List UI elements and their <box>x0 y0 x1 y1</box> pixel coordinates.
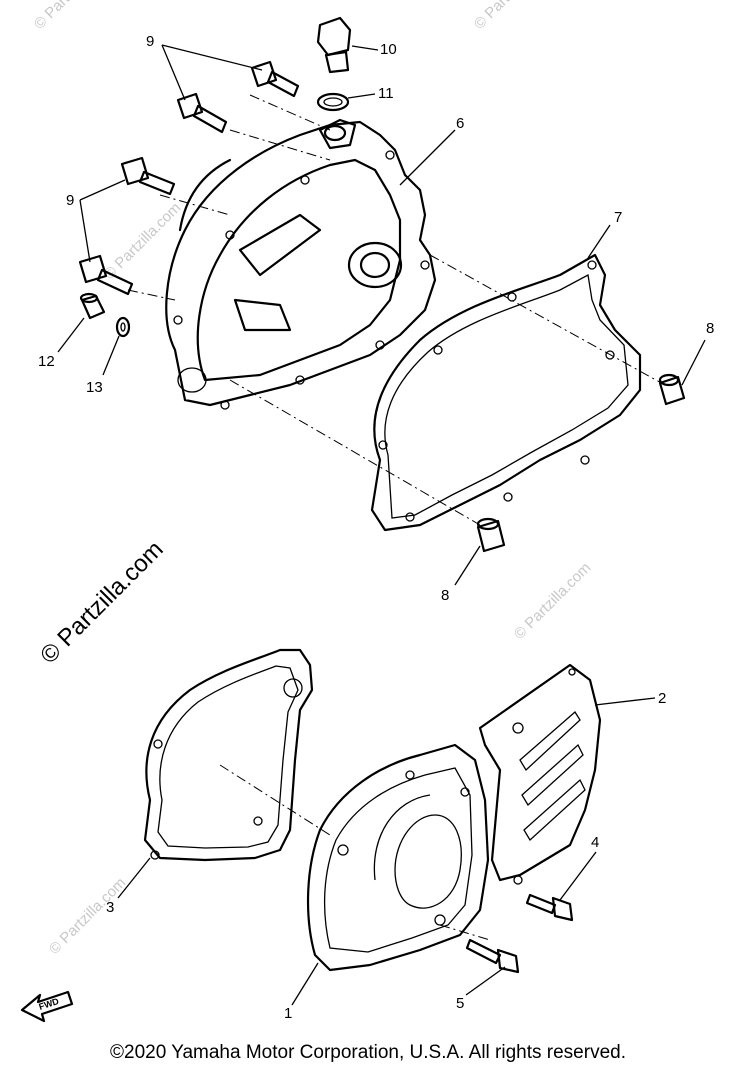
screw-9 <box>120 156 176 196</box>
watermark-text: © Partzilla.com <box>46 874 129 957</box>
callout-labels: 9 10 11 6 9 7 8 12 13 8 2 4 3 5 1 <box>38 33 714 1022</box>
watermark-text: © Partzilla.com <box>101 199 184 282</box>
sprocket-cover <box>478 663 602 885</box>
bolt-12 <box>79 292 106 320</box>
callout-12: 12 <box>38 353 55 370</box>
washer-13 <box>115 316 131 338</box>
watermark-text: © Partzilla.com <box>31 0 114 33</box>
filler-plug <box>316 16 352 74</box>
cover-gasket <box>370 253 642 532</box>
dowel-pin <box>476 517 506 553</box>
forward-arrow-icon: FWD <box>20 990 74 1023</box>
callout-3: 3 <box>106 899 114 916</box>
watermark-text: © Partzilla.com <box>511 559 594 642</box>
assembly-centerlines-lower <box>219 764 491 941</box>
callout-2: 2 <box>658 690 666 707</box>
callout-13: 13 <box>86 379 103 396</box>
leader-lines-lower <box>117 697 656 1006</box>
generator-cover <box>306 743 490 972</box>
callout-7: 7 <box>614 209 622 226</box>
crankcase-cover <box>165 118 437 410</box>
callout-10: 10 <box>380 41 397 58</box>
callout-1: 1 <box>284 1005 292 1022</box>
callout-8: 8 <box>441 587 449 604</box>
callout-8: 8 <box>706 320 714 337</box>
o-ring <box>316 92 350 112</box>
generator-cover-gasket <box>143 648 314 862</box>
dowel-pin <box>658 373 686 406</box>
callout-9: 9 <box>66 192 74 209</box>
callout-9: 9 <box>146 33 154 50</box>
screw-9 <box>250 60 300 98</box>
copyright-notice: ©2020 Yamaha Motor Corporation, U.S.A. A… <box>110 1042 626 1063</box>
screw-5 <box>465 938 520 974</box>
leader-lines-upper <box>57 44 706 586</box>
callout-11: 11 <box>378 85 394 102</box>
assembly-centerlines-upper <box>127 94 666 526</box>
watermark-text: © Partzilla.com <box>471 0 554 33</box>
screw-4 <box>525 893 574 922</box>
watermark-main: © Partzilla.com <box>35 536 168 669</box>
screw-9 <box>176 92 228 134</box>
callout-6: 6 <box>456 115 464 132</box>
screw-9 <box>78 254 134 296</box>
callout-4: 4 <box>591 834 599 851</box>
callout-5: 5 <box>456 995 464 1012</box>
